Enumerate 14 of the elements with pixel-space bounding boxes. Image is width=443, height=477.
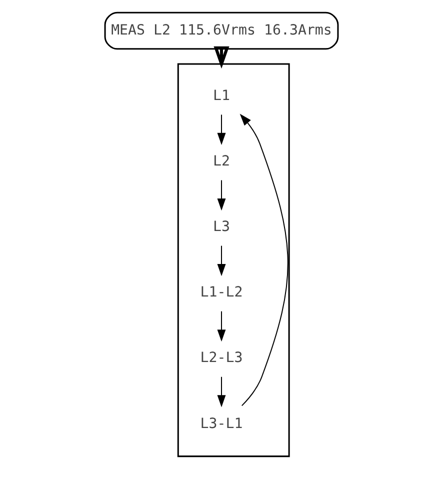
- arrow: [217, 311, 226, 342]
- node-text: L2-L3: [200, 350, 243, 366]
- arrow: [217, 246, 226, 276]
- node-text: L2: [213, 154, 230, 170]
- node-text: L1: [213, 88, 230, 104]
- arrow: [240, 114, 288, 406]
- arrow: [217, 180, 226, 211]
- arrow: [214, 46, 230, 69]
- node-box: MEAS L2 115.6Vrms 16.3Arms: [104, 12, 339, 50]
- arrow: [217, 114, 226, 146]
- node-text: L3-L1: [200, 416, 243, 432]
- node-text: L1-L2: [200, 284, 243, 301]
- node-text: L3: [213, 219, 230, 236]
- arrow: [217, 376, 226, 408]
